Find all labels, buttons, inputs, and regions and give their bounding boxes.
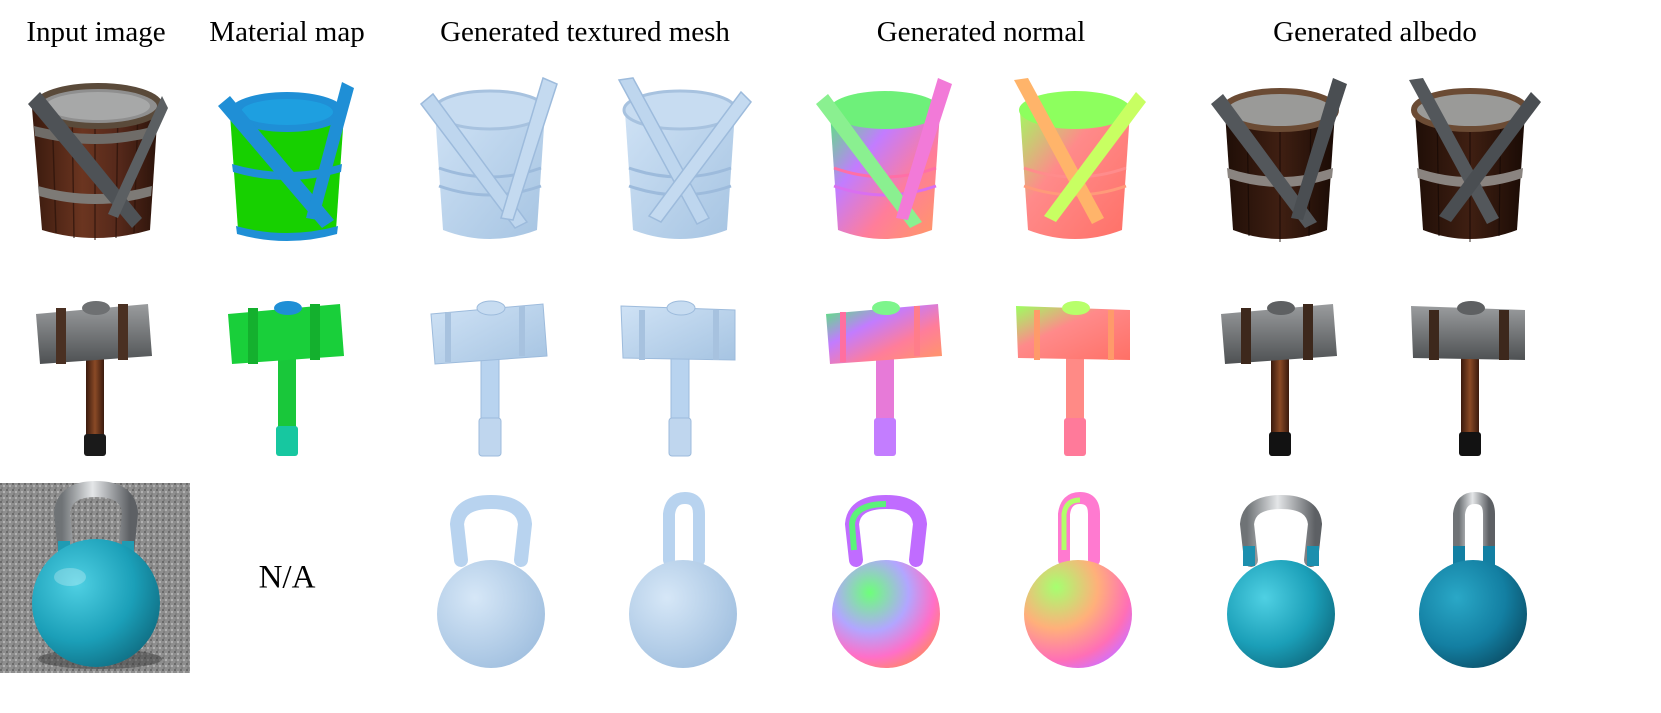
- hammer-input-image: [0, 288, 190, 478]
- header-generated-normal: Generated normal: [876, 16, 1086, 48]
- barrel-normal-view-1: [790, 68, 980, 258]
- hammer-albedo-view-1: [1185, 288, 1375, 478]
- hammer-albedo-view-2: [1375, 288, 1565, 478]
- kettlebell-albedo-view-2: [1375, 490, 1565, 680]
- barrel-mesh-view-2: [585, 68, 775, 258]
- hammer-normal-view-2: [980, 288, 1170, 478]
- header-input-image: Input image: [26, 16, 166, 48]
- kettlebell-normal-view-2: [980, 490, 1170, 680]
- header-generated-albedo: Generated albedo: [1273, 16, 1477, 48]
- barrel-material-map: [192, 68, 382, 258]
- hammer-material-map: [192, 288, 382, 478]
- kettlebell-mesh-view-1: [395, 490, 585, 680]
- header-generated-textured-mesh: Generated textured mesh: [440, 16, 730, 48]
- kettlebell-mesh-view-2: [585, 490, 775, 680]
- barrel-normal-view-2: [980, 68, 1170, 258]
- material-map-na: N/A: [258, 559, 316, 596]
- header-material-map: Material map: [209, 16, 365, 48]
- barrel-albedo-view-1: [1185, 68, 1375, 258]
- kettlebell-normal-view-1: [790, 490, 980, 680]
- barrel-albedo-view-2: [1375, 68, 1565, 258]
- hammer-mesh-view-2: [585, 288, 775, 478]
- barrel-mesh-view-1: [395, 68, 585, 258]
- barrel-input-image: [0, 68, 190, 258]
- kettlebell-input-image: [0, 480, 190, 673]
- hammer-normal-view-1: [790, 288, 980, 478]
- kettlebell-albedo-view-1: [1185, 490, 1375, 680]
- hammer-mesh-view-1: [395, 288, 585, 478]
